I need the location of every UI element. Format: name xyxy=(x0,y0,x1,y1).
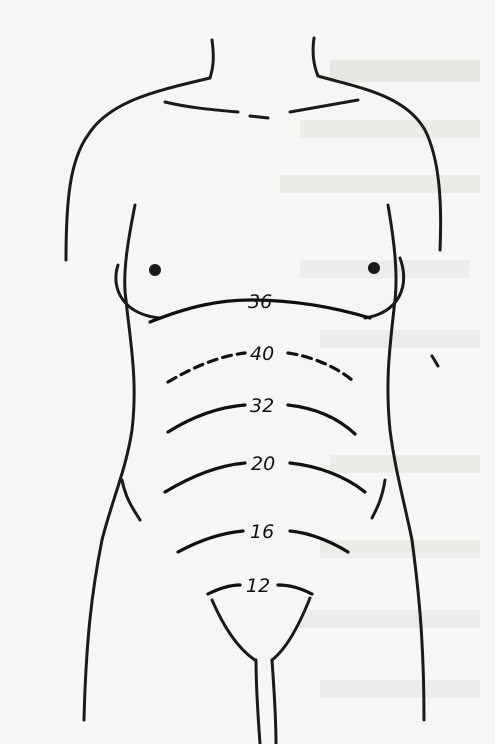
level-label-40: 40 xyxy=(250,343,274,365)
thigh-right xyxy=(272,660,276,744)
bleed-through-texture xyxy=(280,60,480,698)
armpit-right xyxy=(388,205,396,300)
level-label-16: 16 xyxy=(250,521,274,543)
waist-right xyxy=(388,300,424,720)
nipple-right xyxy=(368,262,380,274)
clavicle-left xyxy=(165,102,238,112)
hip-crease-right xyxy=(372,480,385,518)
pubic-line-right xyxy=(272,598,310,660)
level-label-32: 32 xyxy=(250,395,274,417)
sternal-notch xyxy=(250,116,268,118)
shoulder-right xyxy=(318,76,441,250)
torso-outline xyxy=(66,38,441,744)
neck-left xyxy=(210,40,213,78)
neck-right xyxy=(313,38,318,76)
mark-right xyxy=(432,356,438,366)
clavicle-right xyxy=(290,100,358,112)
nipple-left xyxy=(149,264,161,276)
level-label-36: 36 xyxy=(248,291,272,313)
level-label-12: 12 xyxy=(246,575,270,597)
level-label-20: 20 xyxy=(251,453,275,475)
thigh-left xyxy=(256,660,260,744)
level-labels: 36 40 32 20 16 12 xyxy=(246,291,275,597)
armpit-left xyxy=(125,205,135,300)
waist-left xyxy=(84,300,134,720)
pubic-line-left xyxy=(212,600,255,660)
hip-crease-left xyxy=(122,480,140,520)
